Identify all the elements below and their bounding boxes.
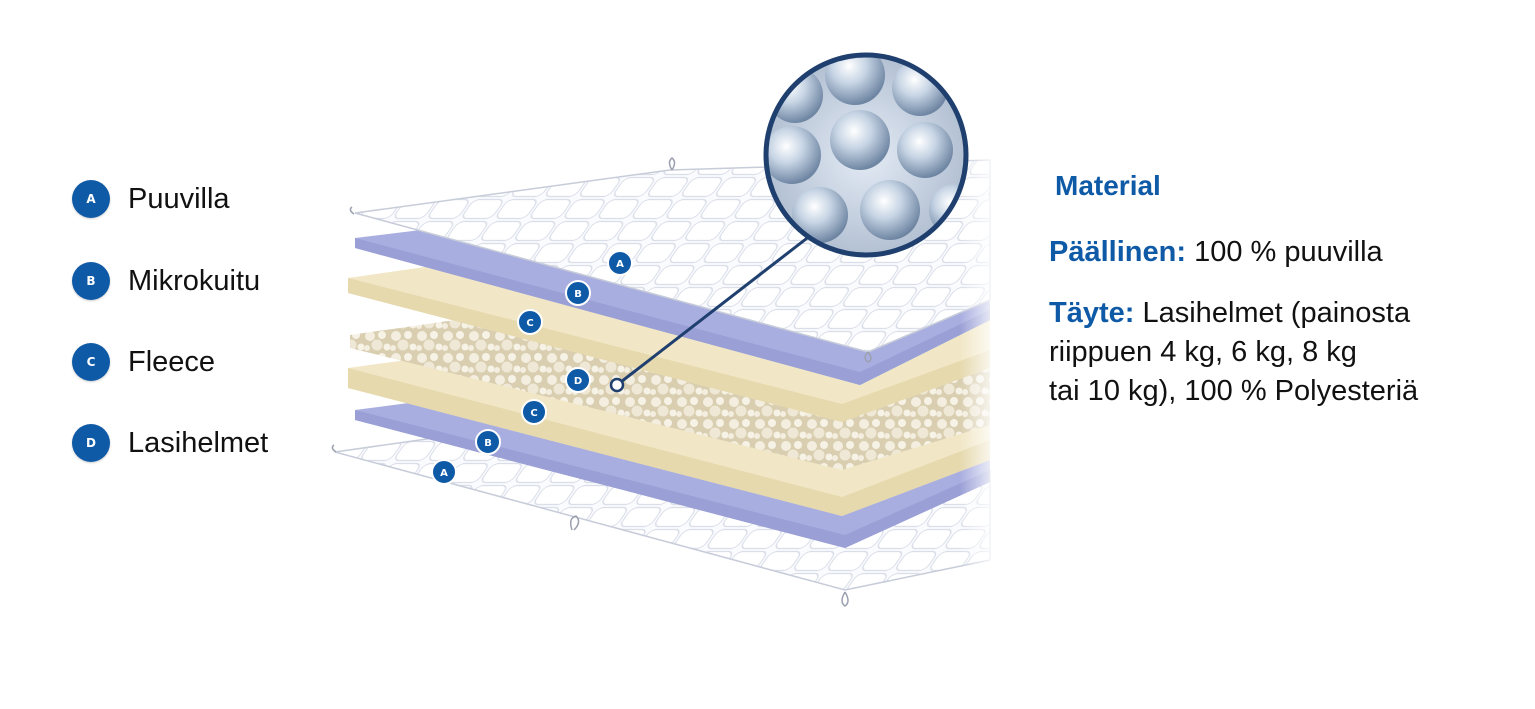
legend-label-c: Fleece xyxy=(128,345,216,378)
layer-marker-d: D xyxy=(565,367,591,393)
svg-text:A: A xyxy=(440,468,448,479)
legend-badge-d: D xyxy=(72,424,110,462)
filling-line2: riippuen 4 kg, 6 kg, 8 kg xyxy=(1049,336,1357,368)
layer-marker-b-bottom: B xyxy=(475,429,501,455)
zoom-magnifier xyxy=(763,52,969,258)
svg-text:B: B xyxy=(574,289,582,300)
legend-item-b: B Mikrokuitu xyxy=(72,262,260,300)
filling-line3: tai 10 kg), 100 % Polyesteriä xyxy=(1049,375,1419,407)
zoom-anchor xyxy=(609,377,625,393)
filling-key: Täyte: xyxy=(1049,297,1135,329)
legend-item-d: D Lasihelmet xyxy=(72,424,268,462)
cover-key: Päällinen: xyxy=(1049,236,1186,268)
legend-badge-a: A xyxy=(72,180,110,218)
layer-marker-c-bottom: C xyxy=(521,399,547,425)
svg-text:D: D xyxy=(574,376,582,387)
svg-text:A: A xyxy=(616,259,624,270)
cover-value: 100 % puuvilla xyxy=(1194,236,1383,268)
svg-text:B: B xyxy=(484,438,492,449)
svg-text:C: C xyxy=(530,408,537,419)
filling-line1: Lasihelmet (painosta xyxy=(1142,297,1411,329)
legend-badge-b: B xyxy=(72,262,110,300)
layer-marker-a-bottom: A xyxy=(431,459,457,485)
legend-badge-c: C xyxy=(72,343,110,381)
legend-label-a: Puuvilla xyxy=(128,182,230,215)
legend-item-a: A Puuvilla xyxy=(72,180,230,218)
legend-item-c: C Fleece xyxy=(72,343,215,381)
filling-info: Täyte: Lasihelmet (painosta riippuen 4 k… xyxy=(1049,294,1418,411)
layer-marker-c-top: C xyxy=(517,309,543,335)
legend-label-d: Lasihelmet xyxy=(128,426,269,459)
cover-info: Päällinen: 100 % puuvilla xyxy=(1049,233,1383,272)
svg-text:C: C xyxy=(526,318,533,329)
zoom-connector xyxy=(616,230,816,387)
legend-label-b: Mikrokuitu xyxy=(128,264,261,297)
material-heading: Material xyxy=(1055,170,1161,201)
layer-marker-a-top: A xyxy=(607,250,633,276)
layer-marker-b-top: B xyxy=(565,280,591,306)
